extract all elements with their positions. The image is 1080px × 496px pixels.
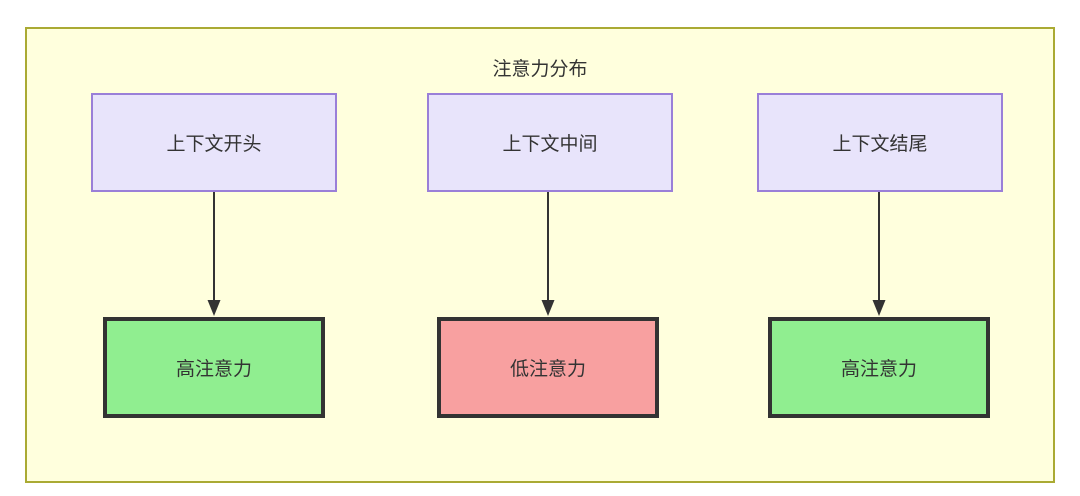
- node-context-middle-label: 上下文中间: [502, 134, 598, 155]
- node-context-end-label: 上下文结尾: [832, 134, 928, 155]
- node-context-end[interactable]: 上下文结尾: [757, 93, 1003, 192]
- node-attention-high-start-label: 高注意力: [175, 359, 252, 380]
- node-attention-high-end-label: 高注意力: [840, 359, 917, 380]
- node-attention-high-end[interactable]: 高注意力: [768, 317, 990, 418]
- node-attention-low-middle-label: 低注意力: [509, 359, 586, 380]
- node-attention-low-middle[interactable]: 低注意力: [437, 317, 659, 418]
- node-attention-high-start[interactable]: 高注意力: [103, 317, 325, 418]
- node-context-start-label: 上下文开头: [166, 134, 262, 155]
- node-context-middle[interactable]: 上下文中间: [427, 93, 673, 192]
- node-context-start[interactable]: 上下文开头: [91, 93, 337, 192]
- frame-title: 注意力分布: [492, 59, 588, 80]
